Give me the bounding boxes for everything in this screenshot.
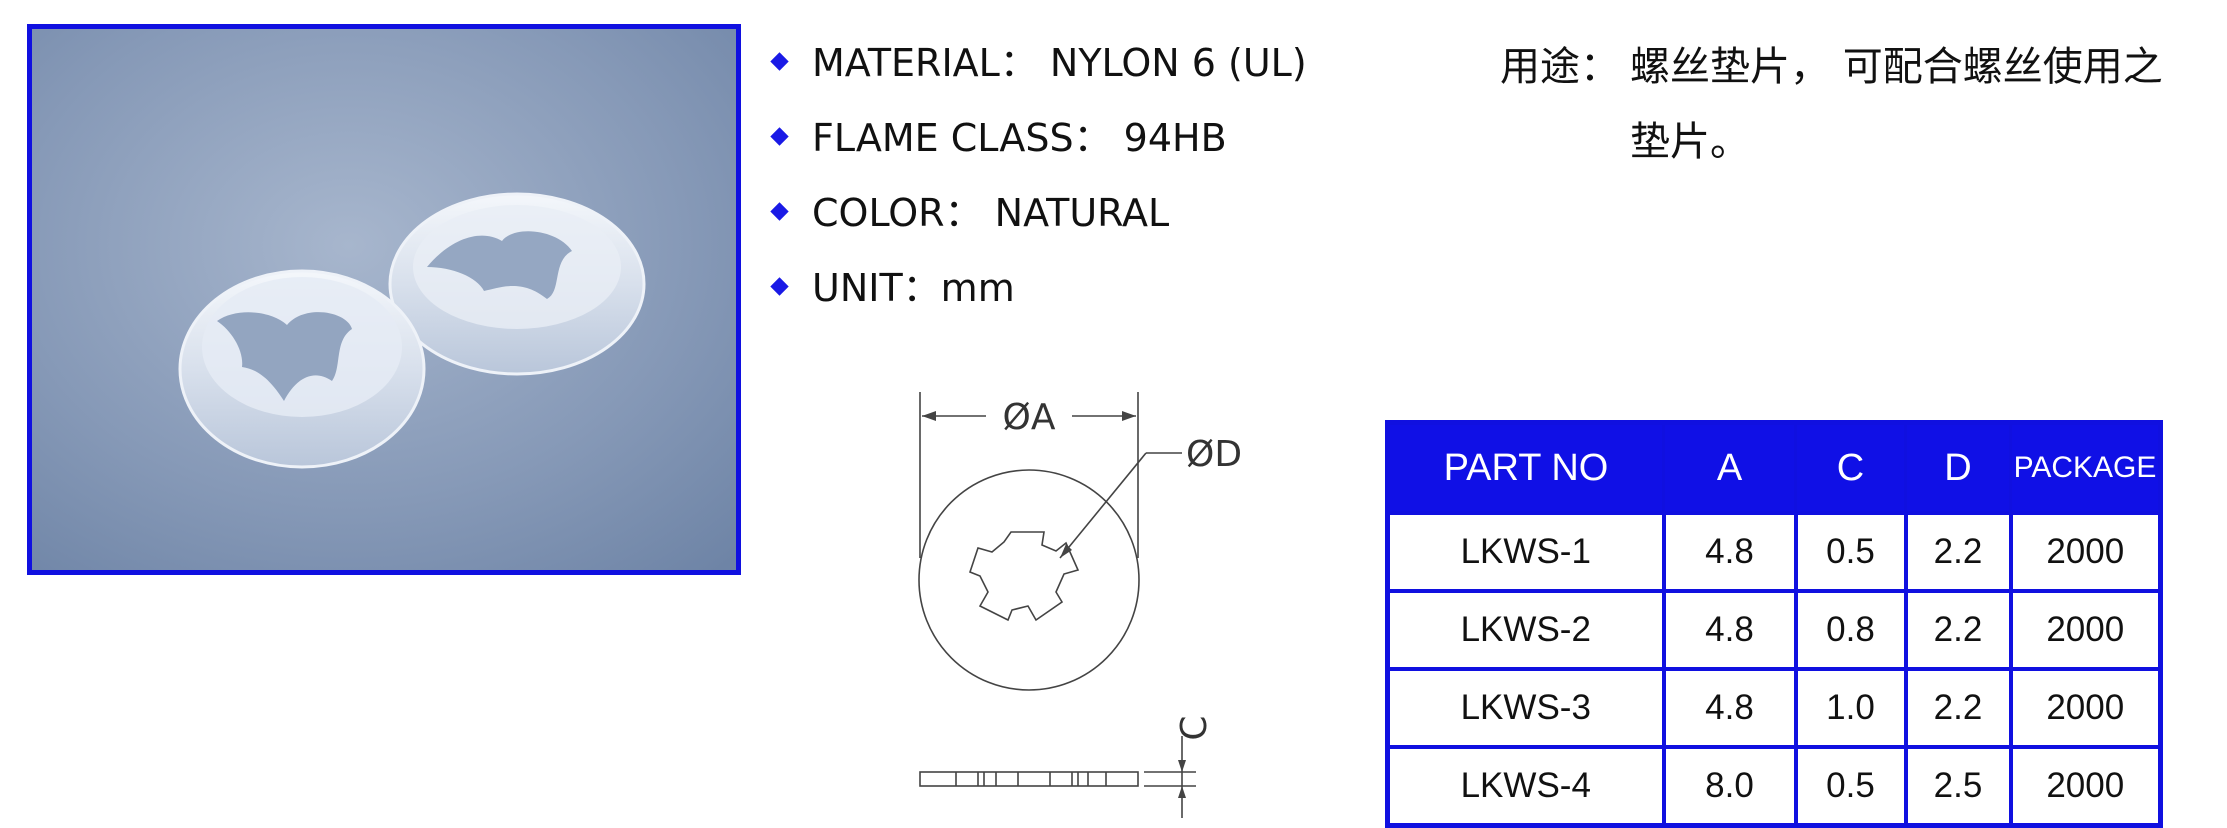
header-c: C	[1794, 421, 1907, 515]
table-row: LKWS-2 4.8 0.8 2.2 2000	[1385, 589, 2163, 671]
washer-front	[178, 269, 426, 469]
cell-a: 8.0	[1661, 745, 1798, 828]
product-photo	[27, 24, 741, 575]
cell-a: 4.8	[1661, 589, 1798, 671]
spec-label: FLAME CLASS：	[812, 116, 1112, 160]
cell-part-no: LKWS-3	[1385, 667, 1666, 749]
table-row: LKWS-3 4.8 1.0 2.2 2000	[1385, 667, 2163, 749]
header-part-no: PART NO	[1386, 421, 1665, 515]
cell-d: 2.2	[1903, 511, 2013, 593]
spec-list: MATERIAL： NYLON 6 (UL) FLAME CLASS： 94HB…	[770, 30, 1307, 330]
usage-text-line1: 螺丝垫片， 可配合螺丝使用之	[1630, 44, 2163, 90]
cell-part-no: LKWS-1	[1385, 511, 1666, 593]
cell-part-no: LKWS-2	[1385, 589, 1666, 671]
dim-c-label: C	[1174, 715, 1215, 740]
spec-label: COLOR：	[812, 191, 983, 235]
spec-unit: UNIT：mm	[770, 255, 1307, 330]
spec-value: NATURAL	[982, 191, 1170, 235]
dim-a-label: ØA	[1003, 397, 1056, 438]
table-row: LKWS-4 8.0 0.5 2.5 2000	[1385, 745, 2163, 828]
washer-back	[388, 192, 646, 376]
header-d: D	[1904, 421, 2012, 515]
cell-c: 0.8	[1793, 589, 1908, 671]
cell-c: 0.5	[1793, 745, 1908, 828]
header-package: PACKAGE	[2009, 421, 2162, 515]
usage-label: 用途：	[1500, 44, 1620, 90]
usage-text-line2: 垫片。	[1630, 119, 1750, 165]
part-table: PART NO A C D PACKAGE LKWS-1 4.8 0.5 2.2…	[1385, 420, 2163, 828]
cell-d: 2.5	[1903, 745, 2013, 828]
diamond-bullet-icon	[770, 277, 789, 296]
cell-part-no: LKWS-4	[1385, 745, 1666, 828]
spec-value: mm	[940, 266, 1015, 310]
diamond-bullet-icon	[770, 52, 789, 71]
spec-flame-class: FLAME CLASS： 94HB	[770, 105, 1307, 180]
spec-label: MATERIAL：	[812, 41, 1038, 85]
header-a: A	[1662, 421, 1797, 515]
cell-d: 2.2	[1903, 667, 2013, 749]
dim-d-label: ØD	[1186, 434, 1242, 475]
spec-label: UNIT：	[812, 266, 941, 310]
diamond-bullet-icon	[770, 127, 789, 146]
cell-package: 2000	[2008, 511, 2163, 593]
cell-c: 0.5	[1793, 511, 1908, 593]
cell-package: 2000	[2008, 667, 2163, 749]
cell-package: 2000	[2008, 745, 2163, 828]
cell-package: 2000	[2008, 589, 2163, 671]
cell-a: 4.8	[1661, 511, 1798, 593]
spec-value: NYLON 6 (UL)	[1037, 41, 1307, 85]
washer-drawing: ØA ØD C	[918, 392, 1242, 818]
table-row: LKWS-1 4.8 0.5 2.2 2000	[1385, 511, 2163, 593]
cell-d: 2.2	[1903, 589, 2013, 671]
diamond-bullet-icon	[770, 202, 789, 221]
table-header-row: PART NO A C D PACKAGE	[1386, 421, 2162, 515]
spec-value: 94HB	[1111, 116, 1227, 160]
cell-c: 1.0	[1793, 667, 1908, 749]
spec-material: MATERIAL： NYLON 6 (UL)	[770, 30, 1307, 105]
cell-a: 4.8	[1661, 667, 1798, 749]
spec-color: COLOR： NATURAL	[770, 180, 1307, 255]
